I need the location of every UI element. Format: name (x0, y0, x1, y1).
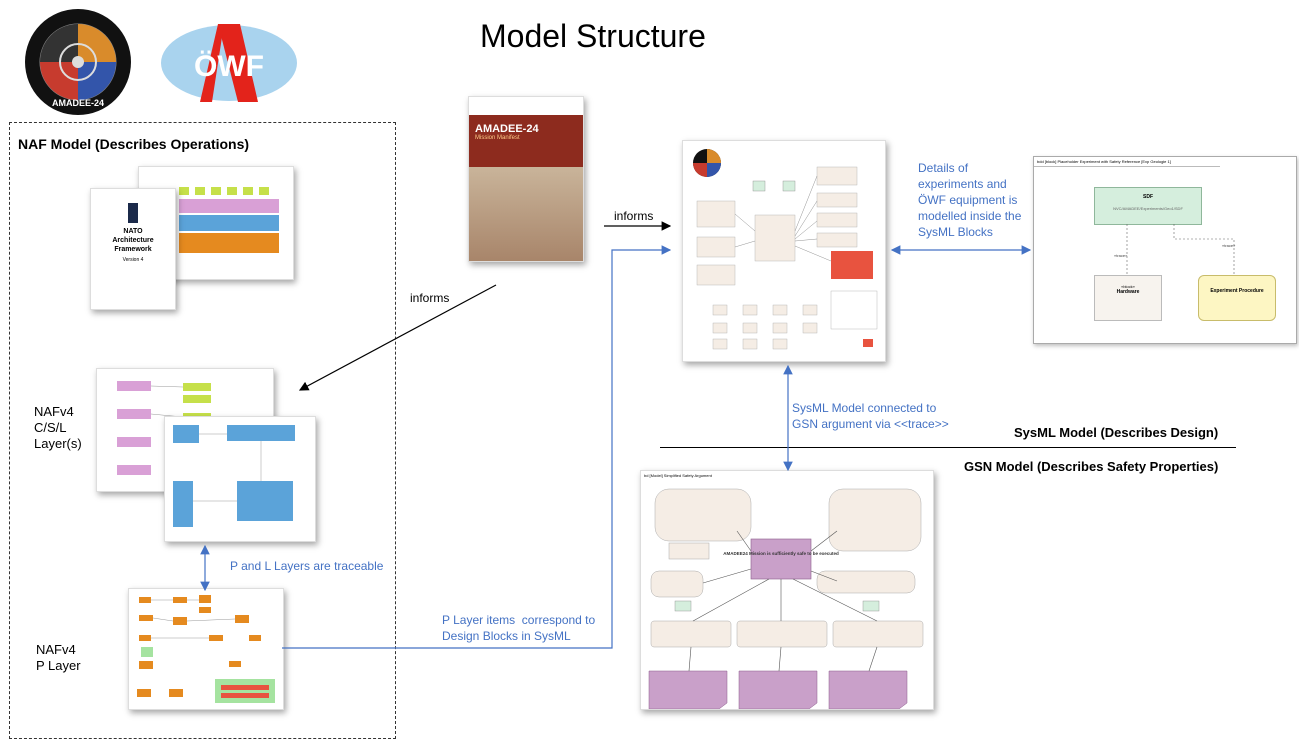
sdf-block: SDF NVC/AMADEE/Experiments/Geo1/SDF (1094, 187, 1202, 225)
naf-p-layer-label: NAFv4 P Layer (36, 642, 81, 673)
details-label: Details of experiments and ÖWF equipment… (918, 161, 1022, 239)
gsn-section-label: GSN Model (Describes Safety Properties) (964, 459, 1219, 474)
manifest-subtitle: Mission Manifest (475, 135, 520, 141)
page-title-text: Model Structure (480, 18, 706, 54)
sysml-section-label: SysML Model (Describes Design) (1014, 425, 1219, 440)
hardware-title: Hardware (1116, 289, 1140, 295)
svg-text:«trace»: «trace» (1114, 253, 1128, 258)
sysml-overview-document (682, 140, 886, 362)
nato-doc-title: NATO Architecture Framework (112, 228, 154, 253)
informs-label-left: informs (410, 291, 450, 305)
gsn-header: bd [Model] Simplified Safety Argument (644, 473, 712, 478)
amadee-logo: AMADEE-24 (24, 8, 132, 116)
sdf-block-title: SDF (1143, 194, 1153, 200)
sysml-gsn-separator (660, 447, 1236, 448)
sdf-block-path: NVC/AMADEE/Experiments/Geo1/SDF (1113, 206, 1183, 211)
amadee-logo-graphic: AMADEE-24 (25, 9, 131, 115)
naf-model-heading: NAF Model (Describes Operations) (18, 136, 250, 152)
experiment-block-diagram: bdd [block] Placeholder Experiment with … (1033, 156, 1297, 344)
traceable-label: P and L Layers are traceable (230, 559, 384, 573)
nato-architecture-framework-document: NATO Architecture Framework Version 4 (90, 188, 176, 310)
oewf-logo-graphic: ÖWF (161, 24, 297, 102)
naf-csl-label: NAFv4 C/S/L Layer(s) (34, 404, 82, 451)
oewf-logo: ÖWF (160, 24, 298, 102)
mission-manifest-document: AMADEE-24 Mission Manifest (468, 96, 584, 262)
hardware-block: «block» Hardware (1094, 275, 1162, 321)
naf-grid-graphic (179, 187, 279, 253)
experiment-diagram-header: bdd [block] Placeholder Experiment with … (1034, 157, 1220, 167)
svg-text:ÖWF: ÖWF (194, 50, 264, 83)
gsn-argument-document: bd [Model] Simplified Safety Argument AM… (640, 470, 934, 710)
naf-csl-front-graphic (173, 425, 295, 527)
manifest-landscape (469, 167, 583, 261)
svg-text:«trace»: «trace» (1222, 243, 1236, 248)
svg-text:AMADEE-24: AMADEE-24 (52, 98, 104, 108)
nato-doc-version: Version 4 (122, 257, 144, 263)
naf-p-layer-graphic (137, 595, 275, 703)
informs-label-top: informs (614, 209, 654, 223)
hardware-stereotype: «block» (1121, 284, 1135, 289)
manifest-header-strip (469, 97, 583, 115)
svg-text:AMADEE24 Mission is sufficient: AMADEE24 Mission is sufficiently safe to… (723, 551, 839, 556)
manifest-title: AMADEE-24 (475, 123, 539, 135)
gsn-argument-graphic: AMADEE24 Mission is sufficiently safe to… (648, 488, 924, 709)
experiment-procedure-title: Experiment Procedure (1210, 288, 1264, 294)
p-layer-correspond-label: P Layer items correspond to Design Block… (442, 613, 596, 643)
sysml-gsn-trace-label: SysML Model connected to GSN argument vi… (792, 401, 949, 431)
nato-doc-icon (128, 203, 138, 223)
naf-csl-document-front (164, 416, 316, 542)
experiment-procedure-block: Experiment Procedure (1198, 275, 1276, 321)
naf-p-layer-document (128, 588, 284, 710)
sysml-overview-graphic (693, 149, 878, 350)
